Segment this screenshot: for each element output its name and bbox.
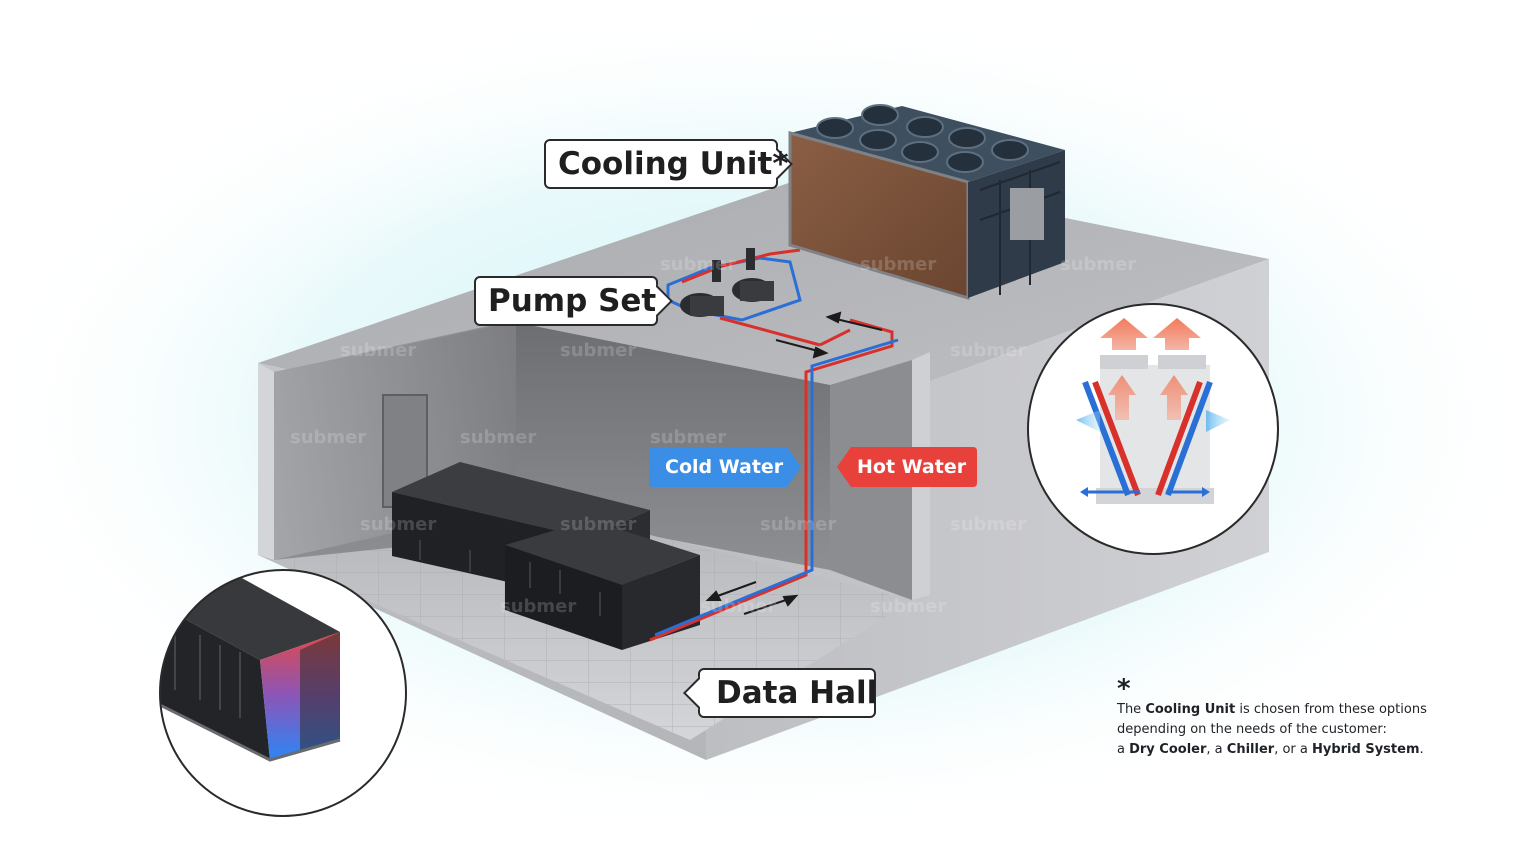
tank-closeup-inset	[159, 569, 407, 817]
server-tanks	[392, 462, 700, 650]
svg-text:submer: submer	[660, 254, 736, 275]
footnote: * The Cooling Unit is chosen from these …	[1117, 674, 1477, 760]
cooling-unit-label: Cooling Unit*	[544, 139, 793, 189]
footnote-text: The	[1117, 702, 1146, 717]
cooling-fan-icon	[816, 104, 1029, 173]
svg-text:submer: submer	[1060, 254, 1136, 275]
footnote-asterisk: *	[1117, 674, 1131, 704]
svg-text:submer: submer	[950, 514, 1026, 535]
pipes-interior	[649, 318, 899, 642]
footnote-text: is chosen from these options	[1235, 702, 1427, 717]
flow-arrows	[705, 311, 883, 615]
footnote-text: , or a	[1274, 742, 1312, 757]
hot-water-tag-shape	[837, 447, 977, 487]
svg-text:submer: submer	[700, 596, 776, 617]
svg-text:submer: submer	[560, 340, 636, 361]
svg-text:submer: submer	[870, 596, 946, 617]
svg-text:submer: submer	[650, 427, 726, 448]
pump-icon	[680, 248, 774, 317]
svg-text:submer: submer	[460, 427, 536, 448]
footnote-option-chiller: Chiller	[1226, 742, 1275, 757]
svg-text:submer: submer	[950, 340, 1026, 361]
watermark: submer submer submer submer submer subme…	[290, 254, 1136, 617]
data-hall-label-text: Data Hall	[716, 675, 878, 711]
svg-text:submer: submer	[500, 596, 576, 617]
cold-water-tag-shape	[649, 447, 801, 487]
footnote-text: a	[1117, 742, 1130, 757]
pump-set-label: Pump Set	[474, 276, 673, 326]
hot-water-tag: Hot Water	[837, 447, 977, 487]
footnote-line-1: The Cooling Unit is chosen from these op…	[1117, 700, 1477, 720]
svg-text:submer: submer	[360, 514, 436, 535]
airflow-arrow-icon	[1076, 318, 1230, 432]
footnote-bold-cooling-unit: Cooling Unit	[1145, 702, 1236, 717]
cooling-unit-label-text: Cooling Unit*	[558, 146, 789, 182]
pump-set	[666, 248, 851, 347]
hot-water-label: Hot Water	[857, 456, 967, 478]
cooling-unit	[788, 104, 1065, 301]
svg-text:submer: submer	[860, 254, 936, 275]
svg-text:submer: submer	[560, 514, 636, 535]
svg-text:submer: submer	[290, 427, 366, 448]
footnote-option-dry-cooler: Dry Cooler	[1129, 742, 1207, 757]
cold-water-label: Cold Water	[665, 456, 784, 478]
pump-set-label-text: Pump Set	[488, 283, 657, 319]
svg-text:submer: submer	[760, 514, 836, 535]
wall-edge-left	[258, 363, 274, 560]
footnote-line-2: depending on the needs of the customer:	[1117, 722, 1387, 737]
footnote-line-3: a Dry Cooler, a Chiller, or a Hybrid Sys…	[1117, 740, 1477, 760]
footnote-option-hybrid-system: Hybrid System	[1311, 742, 1420, 757]
footnote-text: , a	[1206, 742, 1227, 757]
cooling-unit-crosssection-inset	[1027, 303, 1279, 555]
data-hall-label: Data Hall	[683, 668, 878, 718]
svg-text:submer: submer	[340, 340, 416, 361]
cold-water-tag: Cold Water	[649, 447, 801, 487]
footnote-text: .	[1419, 742, 1424, 757]
